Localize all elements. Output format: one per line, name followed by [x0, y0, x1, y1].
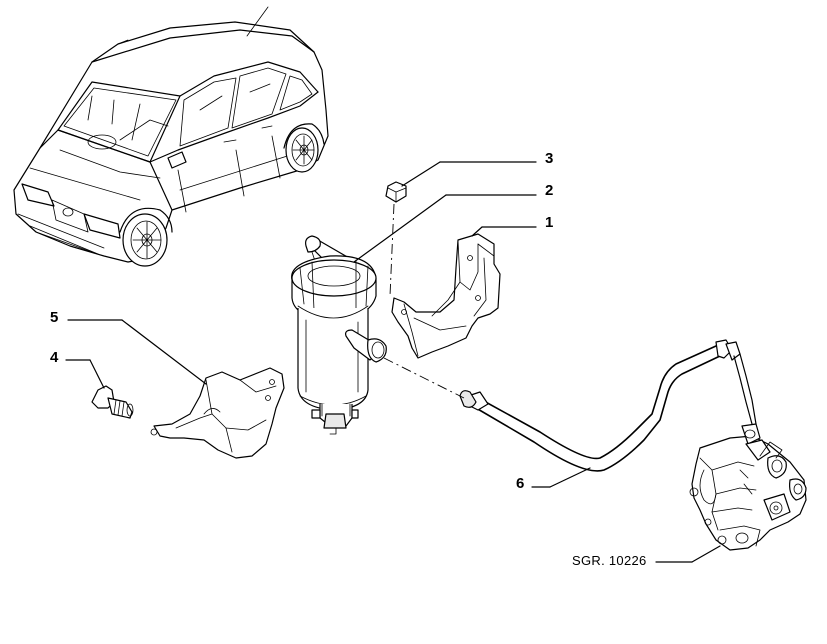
fuel-pipe-6: [459, 339, 757, 472]
reference-code: SGR. 10226: [572, 553, 647, 568]
callout-2: 2: [545, 182, 554, 199]
callout-5: 5: [50, 309, 59, 326]
bracket-5: [150, 367, 285, 459]
fuel-filter: [291, 235, 387, 435]
callout-3: 3: [545, 150, 554, 167]
bolt-4: [91, 385, 134, 419]
assembly-axes: [383, 203, 465, 399]
car-illustration: [13, 6, 329, 267]
high-pressure-pump: [689, 423, 807, 551]
callout-4: 4: [50, 349, 59, 366]
bracket-1: [391, 233, 501, 359]
nut-3: [385, 181, 407, 203]
callout-6: 6: [516, 475, 525, 492]
callout-1: 1: [545, 214, 554, 231]
leader-lines: [65, 161, 721, 563]
